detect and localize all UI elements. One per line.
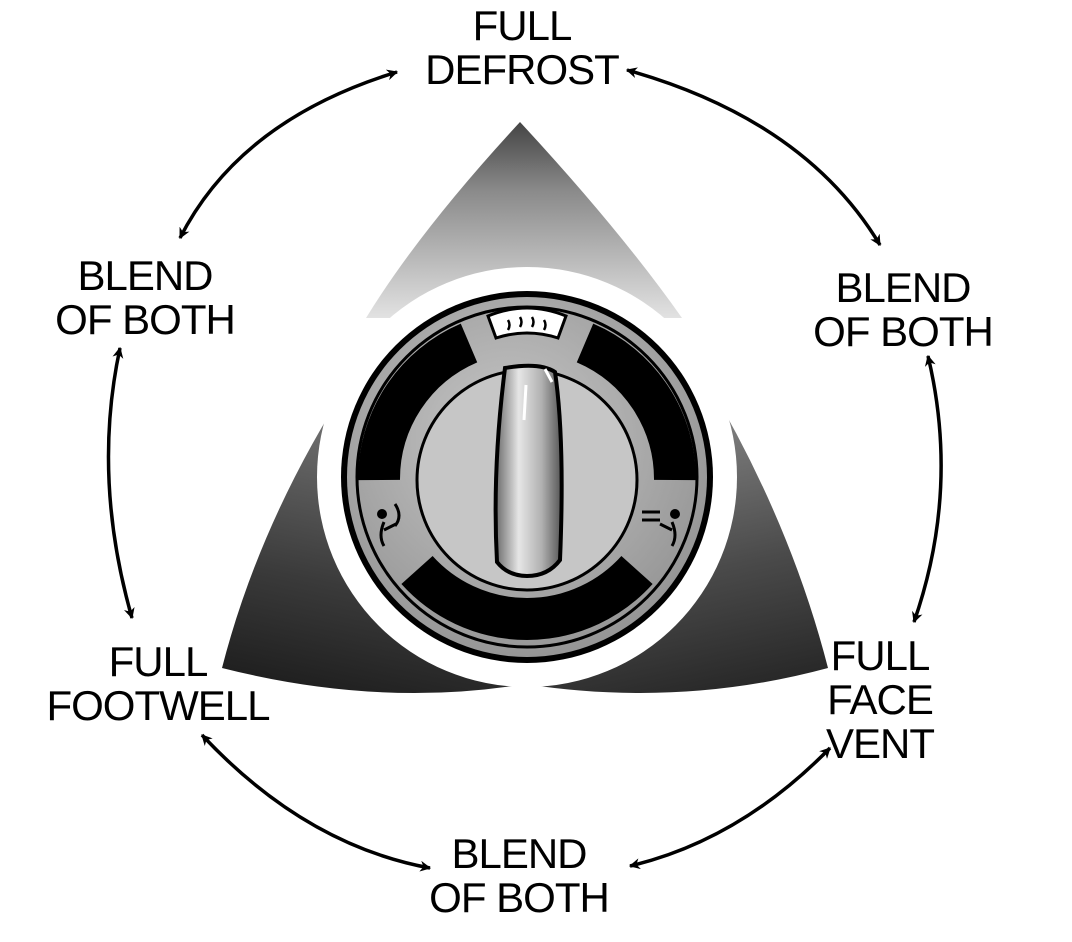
bezel-lobe-top (366, 122, 682, 318)
label-full-defrost-line1: FULL (472, 2, 573, 49)
label-blend-upper-left: BLEND OF BOTH (42, 254, 248, 342)
arrow-footwell-to-bottom-blend (200, 733, 432, 872)
arrow-left-blend-to-footwell (106, 346, 135, 620)
arrow-defrost-to-right-blend (625, 67, 882, 246)
scale-arc-lower (401, 555, 653, 640)
label-full-footwell-line2: FOOTWELL (46, 682, 270, 729)
label-full-footwell-line1: FULL (108, 638, 209, 685)
bezel-lobe-left (222, 378, 525, 693)
label-full-face-vent-line2: FACE (827, 676, 934, 723)
label-blend-upper-right-line2: OF BOTH (813, 308, 994, 355)
label-blend-upper-left-line1: BLEND (77, 252, 213, 299)
label-blend-upper-left-line2: OF BOTH (55, 296, 236, 343)
label-full-face-vent-line1: FULL (830, 632, 931, 679)
arrow-face-vent-to-bottom-blend (628, 746, 832, 870)
arrow-right-blend-to-face-vent (912, 354, 943, 624)
knob-pointer-line (522, 384, 528, 421)
label-full-defrost-line2: DEFROST (425, 46, 620, 93)
label-blend-upper-right: BLEND OF BOTH (800, 266, 1006, 354)
scale-arc-upper (357, 323, 697, 481)
footwell-airflow-icon (377, 503, 401, 547)
knob-grip[interactable] (493, 363, 564, 579)
face-vent-airflow-icon (642, 509, 680, 547)
label-blend-bottom-line2: OF BOTH (429, 874, 610, 921)
mode-cycle-arrows (106, 67, 943, 872)
label-blend-bottom: BLEND OF BOTH (416, 832, 622, 920)
label-full-face-vent: FULL FACE VENT (820, 634, 940, 766)
windshield-defrost-icon (486, 306, 568, 340)
label-full-face-vent-line3: VENT (825, 720, 935, 767)
label-full-footwell: FULL FOOTWELL (40, 640, 276, 728)
airflow-control-knob[interactable] (341, 291, 713, 663)
knob-pointer-tip (543, 368, 554, 383)
label-blend-upper-right-line1: BLEND (835, 264, 971, 311)
bezel-lobe-right (525, 378, 828, 693)
arrow-defrost-to-left-blend (178, 69, 399, 239)
label-blend-bottom-line1: BLEND (451, 830, 587, 877)
label-full-defrost: FULL DEFROST (412, 4, 632, 92)
